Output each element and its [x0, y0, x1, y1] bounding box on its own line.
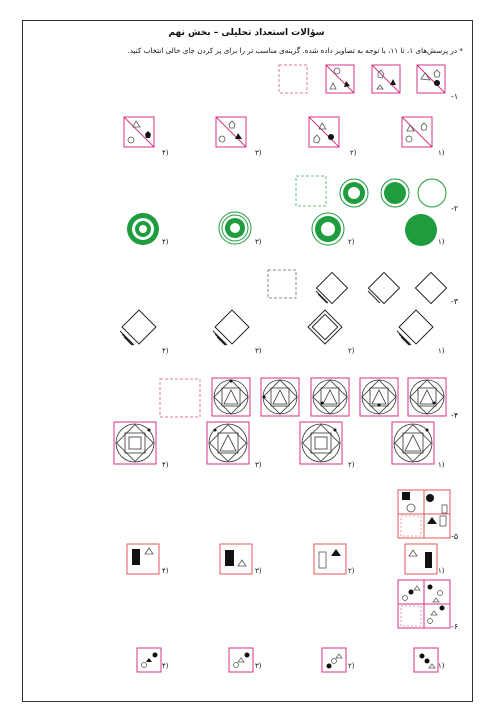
- question-number-2: -۲: [451, 204, 459, 213]
- q4-options[interactable]: [113, 421, 435, 465]
- q5-options[interactable]: [126, 543, 438, 575]
- question-number-1: -۱: [451, 92, 459, 101]
- q4-option-4-label[interactable]: ۴): [162, 461, 169, 469]
- q2-options[interactable]: [127, 211, 437, 246]
- instruction-text: * در پرسش‌های ۱، تا ۱۱، با توجه به تصاوی…: [127, 46, 463, 55]
- q5-option-3-label[interactable]: ۳): [255, 567, 262, 575]
- q6-options[interactable]: [136, 647, 439, 673]
- q1-option-3-label[interactable]: ۳): [255, 149, 262, 157]
- q4-sequence: [159, 377, 447, 418]
- q2-option-4-label[interactable]: ۴): [162, 238, 169, 246]
- q2-option-1-label[interactable]: ۱): [438, 238, 445, 246]
- q4-option-2-label[interactable]: ۲): [348, 461, 355, 469]
- q6-option-2-label[interactable]: ۲): [348, 662, 355, 670]
- q4-option-3-label[interactable]: ۳): [255, 461, 262, 469]
- question-number-6: -۶: [451, 622, 459, 631]
- q3-option-4-label[interactable]: ۴): [162, 347, 169, 355]
- q1-option-2-label[interactable]: ۲): [350, 149, 357, 157]
- q2-option-3-label[interactable]: ۳): [255, 238, 262, 246]
- q3-sequence: [267, 269, 448, 305]
- q4-option-1-label[interactable]: ۱): [438, 461, 445, 469]
- page-frame: [22, 20, 473, 702]
- page-title: سؤالات استعداد تحلیلی – بخش نهم: [168, 28, 325, 38]
- q3-option-2-label[interactable]: ۲): [348, 347, 355, 355]
- q6-option-3-label[interactable]: ۳): [255, 662, 262, 670]
- q1-option-1-label[interactable]: ۱): [438, 149, 445, 157]
- question-number-4: -۴: [451, 411, 459, 420]
- q5-option-1-label[interactable]: ۱): [438, 567, 445, 575]
- q1-options[interactable]: [123, 116, 433, 148]
- q3-option-1-label[interactable]: ۱): [438, 347, 445, 355]
- q5-option-4-label[interactable]: ۴): [162, 567, 169, 575]
- question-number-3: -۳: [451, 297, 459, 306]
- question-number-5: -۵: [451, 532, 459, 541]
- q3-options[interactable]: [119, 309, 434, 346]
- q5-grid: [397, 489, 451, 539]
- q5-option-2-label[interactable]: ۲): [348, 567, 355, 575]
- q6-grid: [397, 579, 451, 629]
- q2-option-2-label[interactable]: ۲): [348, 238, 355, 246]
- q1-sequence: [278, 64, 446, 94]
- q2-sequence: [295, 175, 447, 208]
- q6-option-4-label[interactable]: ۴): [162, 662, 169, 670]
- q3-option-3-label[interactable]: ۳): [255, 347, 262, 355]
- q1-option-4-label[interactable]: ۴): [162, 149, 169, 157]
- q6-option-1-label[interactable]: ۱): [438, 662, 445, 670]
